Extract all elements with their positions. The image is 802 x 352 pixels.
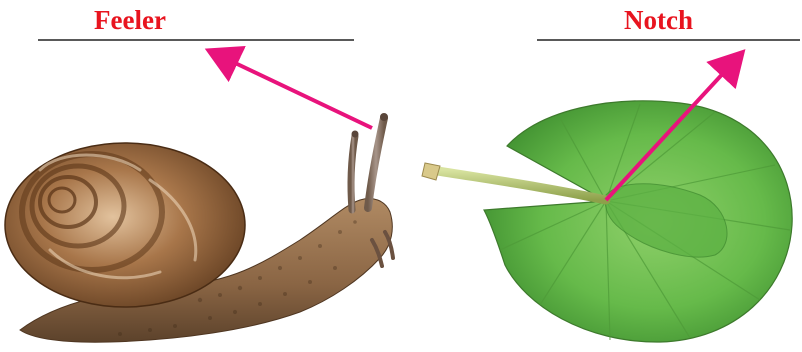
- feeler-label: Feeler: [94, 5, 166, 35]
- snail-illustration: [5, 113, 393, 342]
- notch-label: Notch: [624, 5, 693, 35]
- lily-pad-illustration: [422, 101, 792, 342]
- feeler-arrow: [212, 52, 372, 128]
- snail-feeler-back: [351, 136, 355, 210]
- snail-feeler-front: [368, 118, 384, 208]
